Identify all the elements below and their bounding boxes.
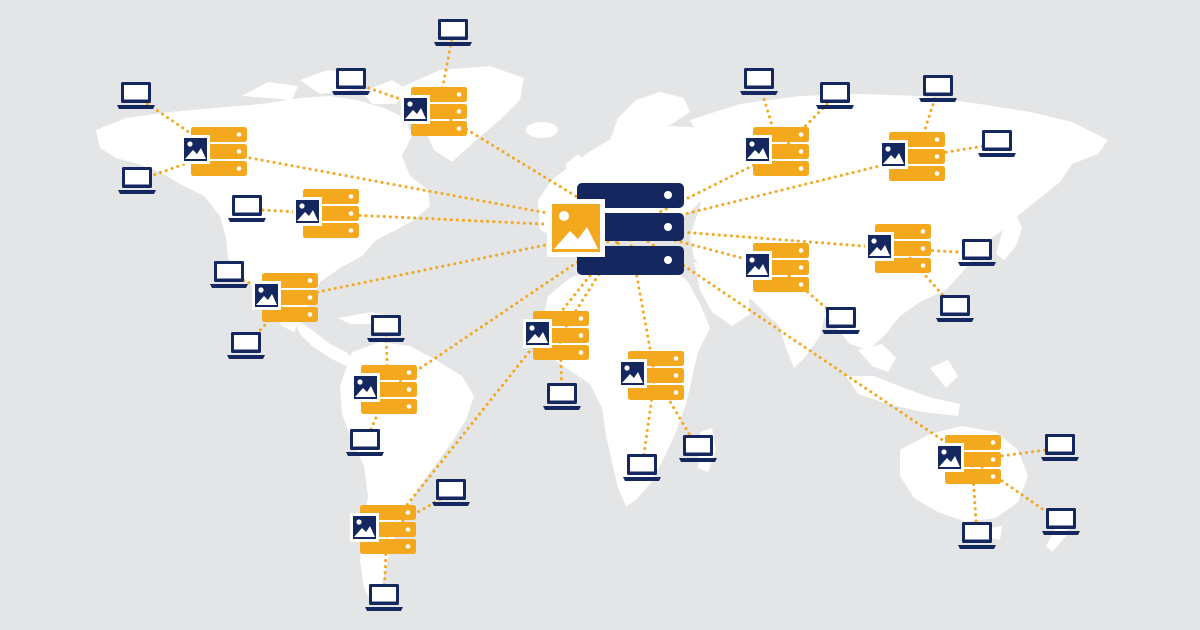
north-america — [96, 96, 430, 332]
japan — [996, 214, 1022, 260]
image-icon — [547, 199, 605, 257]
edge-client-link — [558, 334, 564, 399]
new-zealand — [990, 510, 1070, 552]
iceland — [526, 122, 558, 138]
edge-client-link — [245, 207, 332, 216]
edge-client-link — [778, 94, 837, 154]
origin-edge-link — [626, 226, 974, 462]
edge-client-link — [134, 94, 220, 154]
arctic-islands — [242, 70, 408, 104]
scandinavia — [608, 92, 690, 150]
origin-edge-link — [385, 226, 630, 532]
origin-edge-link — [626, 226, 782, 270]
origin-edge-link — [216, 150, 630, 230]
southeast-asia — [846, 344, 960, 416]
origin-server — [547, 183, 684, 275]
arabia — [694, 262, 750, 326]
edge-client-link — [384, 327, 390, 392]
british-isles — [566, 154, 588, 190]
edge-client-link — [135, 150, 220, 183]
india — [774, 290, 826, 368]
edge-client-link — [653, 374, 700, 451]
